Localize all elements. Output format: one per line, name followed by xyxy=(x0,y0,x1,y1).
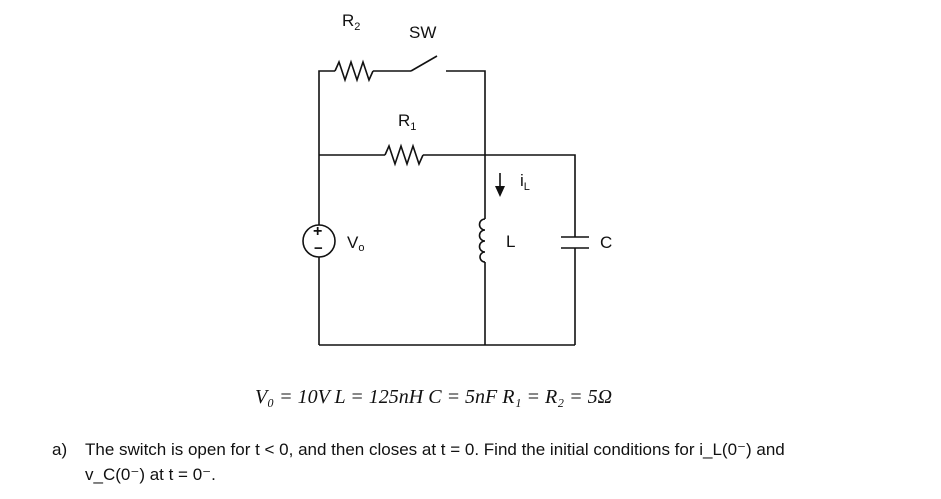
question-line-1: The switch is open for t < 0, and then c… xyxy=(85,440,785,459)
il-label: iL xyxy=(520,171,530,193)
question-line-2: v_C(0⁻) at t = 0⁻. xyxy=(85,465,216,484)
resistor-r2-symbol xyxy=(334,59,374,83)
capacitor-c-symbol xyxy=(561,236,589,249)
source-plus-sign: + xyxy=(313,223,322,240)
inductor-l-symbol xyxy=(478,218,486,263)
switch-label: SW xyxy=(409,23,436,42)
top-branch-wires xyxy=(318,70,486,155)
r1-label: R1 xyxy=(398,111,416,133)
vo-label: Vo xyxy=(347,233,364,254)
voltage-source-symbol xyxy=(302,224,336,258)
question-marker: a) xyxy=(52,440,68,459)
parameter-equation: V₀ = 10V L = 125nH C = 5nF R₁ = R₂ = 5Ω xyxy=(255,386,613,408)
r2-label: R2 xyxy=(342,11,360,33)
question-text: The switch is open for t < 0, and then c… xyxy=(85,437,915,487)
current-arrow-icon xyxy=(495,173,505,197)
switch-sw-symbol xyxy=(410,55,438,72)
inductor-label: L xyxy=(506,232,515,251)
middle-branch-wires xyxy=(319,154,576,237)
capacitor-label: C xyxy=(600,233,612,252)
resistor-r1-symbol xyxy=(384,143,424,167)
source-minus-sign: − xyxy=(314,240,323,257)
